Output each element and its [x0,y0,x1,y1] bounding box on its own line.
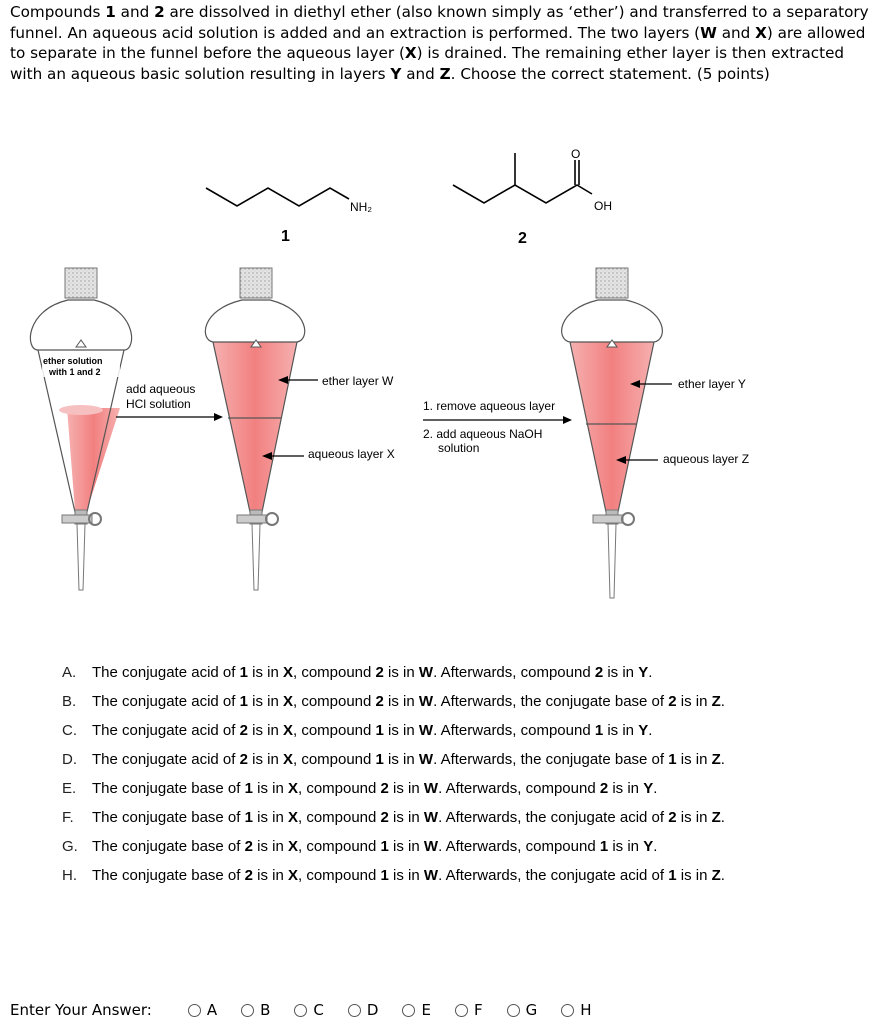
option-f: F. The conjugate base of 1 is in X, compo… [62,809,762,827]
option-letter: C. [62,722,77,739]
option-c: C. The conjugate acid of 2 is in X, compo… [62,722,762,740]
ether-layer-y-label: ether layer Y [678,377,746,391]
radio-label: H [580,1001,592,1019]
aqueous-layer-z-arrow [616,456,658,464]
ether-layer-y-arrow [630,380,672,388]
radio-label: E [421,1001,431,1019]
step-1-arrow [116,413,223,421]
radio-label: D [366,1001,379,1019]
compound-2-oxygen-label: O [571,147,580,161]
radio-h[interactable]: H [561,1001,592,1019]
option-letter: H. [62,867,77,884]
compound-2-hydroxyl-label: OH [594,199,612,213]
option-text: The conjugate base of 2 is in X, compoun… [92,838,658,855]
step-2-label-line3: solution [438,441,479,455]
answer-options-list: A. The conjugate acid of 1 is in X, compo… [62,664,762,896]
compound-1-amine-label: NH₂ [350,200,372,214]
option-letter: A. [62,664,77,681]
radio-label: F [473,1001,483,1019]
radio-circle-icon[interactable] [402,1003,416,1017]
option-letter: D. [62,751,77,768]
radio-circle-icon[interactable] [241,1003,255,1017]
question-text: Compounds 1 and 2 are dissolved in dieth… [10,3,869,83]
option-e: E. The conjugate base of 1 is in X, compo… [62,780,762,798]
option-h: H. The conjugate base of 2 is in X, compo… [62,867,762,885]
funnel-2 [204,267,306,591]
option-text: The conjugate acid of 1 is in X, compoun… [92,693,725,710]
extraction-figure: NH₂ 1 O OH 2 ether solution with 1 and 2… [29,147,749,599]
radio-e[interactable]: E [402,1001,431,1019]
option-a: A. The conjugate acid of 1 is in X, compo… [62,664,762,682]
compound-1-structure [205,187,350,207]
aqueous-layer-x-label: aqueous layer X [308,447,395,461]
option-letter: F. [62,809,74,826]
step-2-arrow [423,416,572,424]
radio-label: A [206,1001,218,1019]
option-letter: B. [62,693,77,710]
radio-g[interactable]: G [506,1001,538,1019]
compound-2-structure [452,153,593,204]
radio-f[interactable]: F [454,1001,483,1019]
option-text: The conjugate base of 1 is in X, compoun… [92,780,658,797]
option-g: G. The conjugate base of 2 is in X, compo… [62,838,762,856]
radio-label: B [260,1001,271,1019]
radio-a[interactable]: A [187,1001,218,1019]
compound-2-number: 2 [518,230,527,247]
step-1-label-line2: HCl solution [126,397,191,411]
radio-d[interactable]: D [347,1001,379,1019]
answer-label: Enter Your Answer: [10,1001,152,1019]
radio-b[interactable]: B [241,1001,270,1019]
ether-layer-w-arrow [278,376,318,384]
radio-label: C [313,1001,324,1019]
compound-1-number: 1 [281,228,290,245]
funnel-1 [29,267,133,591]
step-2-label-line1: 1. remove aqueous layer [423,399,555,413]
step-1-label-line1: add aqueous [126,382,195,396]
option-text: The conjugate acid of 2 is in X, compoun… [92,722,653,739]
radio-circle-icon[interactable] [347,1003,361,1017]
funnel-3 [561,267,663,599]
option-text: The conjugate acid of 1 is in X, compoun… [92,664,653,681]
aqueous-layer-z-label: aqueous layer Z [663,452,749,466]
option-b: B. The conjugate acid of 1 is in X, compo… [62,693,762,711]
option-text: The conjugate base of 2 is in X, compoun… [92,867,725,884]
ether-layer-w-label: ether layer W [322,374,394,388]
step-2-label-line2: 2. add aqueous NaOH [423,427,542,441]
aqueous-layer-x-arrow [262,452,304,460]
option-text: The conjugate acid of 2 is in X, compoun… [92,751,725,768]
option-d: D. The conjugate acid of 2 is in X, compo… [62,751,762,769]
radio-circle-icon[interactable] [187,1003,201,1017]
option-letter: E. [62,780,77,797]
answer-row: Enter Your Answer: A B C D E F G H [10,999,880,1021]
option-letter: G. [62,838,78,855]
funnel-1-label-line2: with 1 and 2 [48,367,101,377]
funnel-1-label-line1: ether solution [43,356,103,366]
radio-label: G [525,1001,538,1019]
radio-circle-icon[interactable] [506,1003,520,1017]
radio-circle-icon[interactable] [454,1003,468,1017]
option-text: The conjugate base of 1 is in X, compoun… [92,809,725,826]
radio-circle-icon[interactable] [561,1003,575,1017]
radio-c[interactable]: C [294,1001,324,1019]
radio-circle-icon[interactable] [294,1003,308,1017]
